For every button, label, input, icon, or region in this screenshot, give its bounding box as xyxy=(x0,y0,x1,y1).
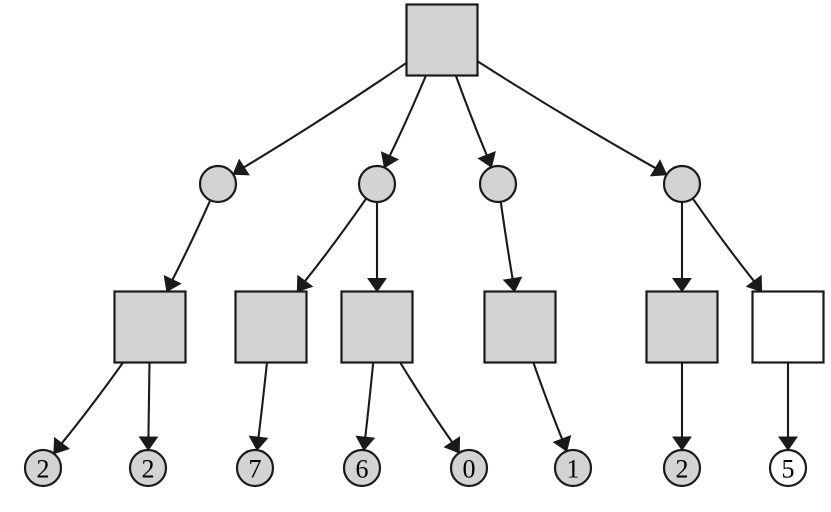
node-label: 2 xyxy=(37,455,50,484)
edge-arrowhead xyxy=(745,274,763,293)
edge-line xyxy=(171,199,212,281)
node-label: 7 xyxy=(249,455,262,484)
node-square[interactable] xyxy=(483,290,557,364)
graph-edge xyxy=(355,362,376,451)
graph-node-root[interactable] xyxy=(405,3,479,77)
graph-node-s5[interactable] xyxy=(645,290,719,364)
edge-arrowhead xyxy=(367,278,387,293)
graph-node-s4[interactable] xyxy=(483,290,557,364)
graph-node-c4[interactable] xyxy=(662,164,702,204)
edge-arrowhead xyxy=(163,275,182,293)
graph-edge xyxy=(163,199,212,293)
edge-line xyxy=(364,362,375,438)
node-square[interactable] xyxy=(113,290,187,364)
edge-line xyxy=(257,362,269,438)
edge-line xyxy=(499,201,514,279)
node-square[interactable] xyxy=(751,290,825,364)
graph-node-l4[interactable]: 6 xyxy=(342,448,382,488)
edge-line xyxy=(388,75,427,157)
edge-line xyxy=(399,361,453,443)
graph-edge xyxy=(296,197,368,293)
graph-node-s3[interactable] xyxy=(340,290,414,364)
graph-edge xyxy=(454,75,496,169)
node-square[interactable] xyxy=(405,3,479,77)
edge-arrowhead xyxy=(778,436,798,451)
edge-arrowhead xyxy=(53,436,70,455)
node-circle[interactable] xyxy=(198,164,238,204)
graph-node-c2[interactable] xyxy=(357,164,397,204)
edge-line xyxy=(304,197,368,282)
node-label: 2 xyxy=(676,455,689,484)
graph-node-l5[interactable]: 0 xyxy=(449,448,489,488)
graph-edge xyxy=(476,60,668,177)
graph-node-s6[interactable] xyxy=(751,290,825,364)
graph-edge xyxy=(138,362,159,451)
edge-arrowhead xyxy=(296,274,314,293)
edge-arrowhead xyxy=(138,436,159,451)
node-label: 1 xyxy=(567,455,580,484)
node-circle[interactable] xyxy=(449,448,489,488)
edge-arrowhead xyxy=(672,278,692,293)
node-label: 5 xyxy=(782,455,795,484)
edge-line xyxy=(147,362,151,438)
edge-line xyxy=(476,60,656,169)
edge-arrowhead xyxy=(380,151,400,169)
node-square[interactable] xyxy=(234,290,308,364)
edge-arrowhead xyxy=(443,436,461,454)
node-circle[interactable] xyxy=(342,448,382,488)
graph-node-s2[interactable] xyxy=(234,290,308,364)
graph-node-s1[interactable] xyxy=(113,290,187,364)
edges-layer xyxy=(53,60,798,455)
nodes-layer: 2 2 7 6 0 1 2 5 xyxy=(23,3,825,488)
graph-node-c3[interactable] xyxy=(478,164,518,204)
graph-edge xyxy=(248,362,269,451)
node-circle[interactable] xyxy=(478,164,518,204)
graph-edge xyxy=(672,201,692,293)
edge-line xyxy=(532,362,564,440)
edge-line xyxy=(243,61,408,169)
edge-arrowhead xyxy=(502,276,523,293)
edge-arrowhead xyxy=(477,151,496,169)
node-square[interactable] xyxy=(340,290,414,364)
node-circle[interactable] xyxy=(768,448,808,488)
graph-edge xyxy=(232,61,408,176)
edge-arrowhead xyxy=(672,436,692,451)
graph-edge xyxy=(380,75,427,169)
edge-arrowhead xyxy=(552,435,572,452)
node-circle[interactable] xyxy=(128,448,168,488)
graph-node-l8[interactable]: 5 xyxy=(768,448,808,488)
graph-edge xyxy=(778,362,798,451)
node-circle[interactable] xyxy=(553,448,593,488)
edge-line xyxy=(691,197,755,282)
node-circle[interactable] xyxy=(235,448,275,488)
edge-line xyxy=(454,75,488,156)
graph-edge xyxy=(399,361,461,454)
edge-arrowhead xyxy=(248,435,269,451)
graph-edge xyxy=(367,202,387,293)
edge-line xyxy=(60,361,124,444)
graph-node-l2[interactable]: 2 xyxy=(128,448,168,488)
graph-node-c1[interactable] xyxy=(198,164,238,204)
graph-edge xyxy=(672,362,692,451)
node-circle[interactable] xyxy=(357,164,397,204)
graph-node-l6[interactable]: 1 xyxy=(553,448,593,488)
graph-edge xyxy=(691,197,763,293)
node-label: 2 xyxy=(142,455,155,484)
graph-edge xyxy=(499,201,523,293)
graph-node-l1[interactable]: 2 xyxy=(23,448,63,488)
graph-node-l7[interactable]: 2 xyxy=(662,448,702,488)
node-label: 6 xyxy=(356,455,369,484)
node-square[interactable] xyxy=(645,290,719,364)
node-circle[interactable] xyxy=(662,448,702,488)
graph-node-l3[interactable]: 7 xyxy=(235,448,275,488)
edge-arrowhead xyxy=(355,435,376,451)
node-label: 0 xyxy=(463,455,476,484)
graph-edge xyxy=(53,361,124,455)
graph-edge xyxy=(532,362,572,452)
edge-arrowhead xyxy=(649,159,668,177)
node-circle[interactable] xyxy=(662,164,702,204)
edge-arrowhead xyxy=(232,158,250,176)
node-circle[interactable] xyxy=(23,448,63,488)
